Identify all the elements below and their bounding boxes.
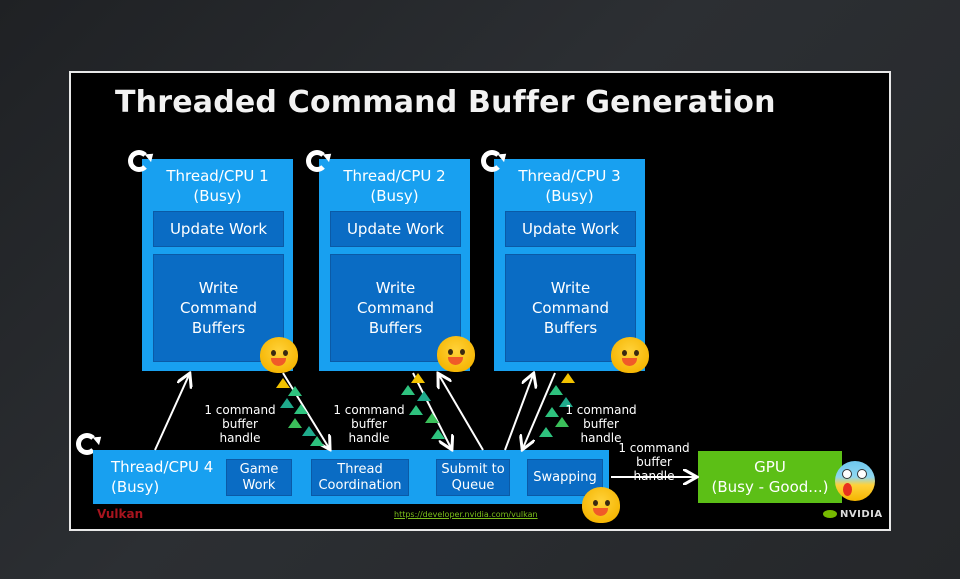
update-work-task: Update Work	[505, 211, 636, 247]
fearful-emoji	[835, 461, 875, 501]
thread-cpu-4-bar: Thread/CPU 4 (Busy) Game Work Thread Coo…	[93, 450, 609, 504]
thread-status: (Busy)	[545, 187, 594, 205]
thread-name: Thread/CPU 4	[111, 458, 214, 476]
handle-label: 1 command buffer handle	[204, 403, 276, 445]
thread-status: (Busy)	[193, 187, 242, 205]
write-command-buffers-task: Write Command Buffers	[330, 254, 461, 362]
gpu-status: (Busy - Good...)	[711, 478, 829, 496]
refresh-icon	[306, 150, 328, 172]
smiley-emoji	[611, 337, 649, 373]
vulkan-url-link[interactable]: https://developer.nvidia.com/vulkan	[394, 510, 538, 519]
nvidia-wordmark: NVIDIA	[840, 509, 883, 520]
thread-cpu-2-box: Thread/CPU 2 (Busy) Update Work Write Com…	[319, 159, 470, 371]
thread-4-label: Thread/CPU 4 (Busy)	[111, 457, 213, 497]
handle-label: 1 command buffer handle	[618, 441, 690, 483]
arrow-to-cpu2	[439, 375, 484, 451]
slide: Threaded Command Buffer Generation Threa…	[69, 71, 891, 531]
thread-name: Thread/CPU 3	[518, 167, 621, 185]
smiley-emoji	[260, 337, 298, 373]
vulkan-logo: Vulkan	[97, 507, 144, 521]
refresh-icon	[128, 150, 150, 172]
thread-coordination-task: Thread Coordination	[311, 459, 409, 496]
thread-name: Thread/CPU 1	[166, 167, 269, 185]
refresh-icon	[76, 433, 98, 455]
thread-cpu-1-box: Thread/CPU 1 (Busy) Update Work Write Com…	[142, 159, 293, 371]
thread-cpu-3-box: Thread/CPU 3 (Busy) Update Work Write Com…	[494, 159, 645, 371]
refresh-icon	[481, 150, 503, 172]
thread-name: Thread/CPU 2	[343, 167, 446, 185]
nvidia-eye-icon	[823, 510, 837, 518]
gpu-name: GPU	[754, 458, 786, 476]
game-work-task: Game Work	[226, 459, 292, 496]
smiley-emoji	[437, 336, 475, 372]
gpu-box: GPU (Busy - Good...)	[698, 451, 842, 503]
arrow-to-cpu1	[154, 375, 189, 451]
handle-label: 1 command buffer handle	[565, 403, 637, 445]
update-work-task: Update Work	[330, 211, 461, 247]
arrow-to-cpu3	[504, 375, 533, 451]
arrows-layer	[154, 73, 889, 529]
thread-status: (Busy)	[370, 187, 419, 205]
update-work-task: Update Work	[153, 211, 284, 247]
smiley-emoji	[582, 487, 620, 523]
slide-title: Threaded Command Buffer Generation	[115, 85, 776, 120]
thread-status: (Busy)	[111, 478, 160, 496]
nvidia-logo: NVIDIA	[823, 509, 883, 520]
write-command-buffers-task: Write Command Buffers	[505, 254, 636, 362]
handle-label: 1 command buffer handle	[333, 403, 405, 445]
submit-to-queue-task: Submit to Queue	[436, 459, 510, 496]
write-command-buffers-task: Write Command Buffers	[153, 254, 284, 362]
